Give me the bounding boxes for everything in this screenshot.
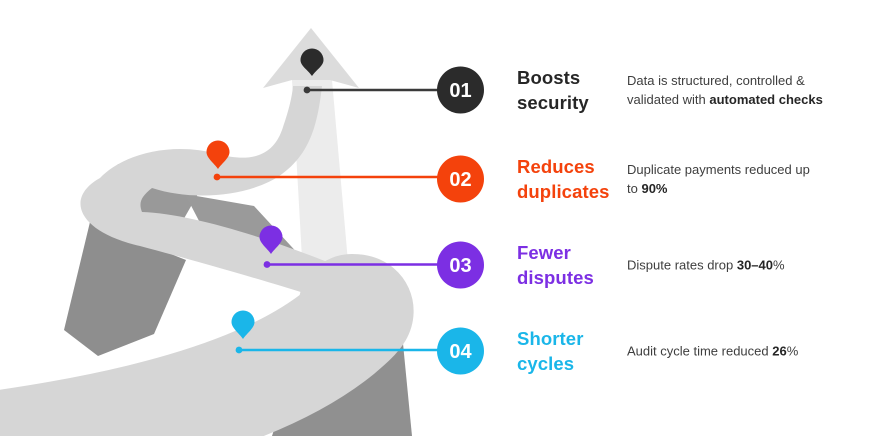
description-text: Audit cycle time reduced [627, 343, 773, 359]
leader-dot-2 [213, 173, 221, 181]
milestone-number-3: 03 [449, 255, 471, 277]
milestone-number-4: 04 [449, 341, 472, 363]
leader-dot-3 [263, 261, 271, 268]
milestone-badge-3 [437, 241, 484, 289]
milestone-description-3: Dispute rates drop 30–40% [627, 256, 869, 275]
description-text: Data is structured, controlled & validat… [627, 73, 805, 107]
road-upper-ribbon [80, 86, 384, 316]
milestone-badge-1 [437, 66, 484, 114]
milestone-title-3: Fewer disputes [517, 242, 594, 288]
milestone-badge-4 [437, 327, 484, 375]
leader-dot-4 [235, 346, 243, 354]
description-text: % [773, 257, 785, 273]
description-text: Dispute rates drop [627, 257, 737, 273]
milestone-title-1: Boosts security [517, 67, 589, 113]
leader-dot-1 [303, 86, 311, 94]
map-pin-icon-1 [300, 48, 324, 76]
milestone-description-4: Audit cycle time reduced 26% [627, 342, 869, 361]
milestone-title-4: Shorter cycles [517, 328, 584, 374]
map-pin-icon-3 [259, 225, 283, 254]
cliff-left-shape [64, 222, 186, 356]
description-highlight: 90% [641, 181, 668, 196]
description-highlight: 26 [772, 343, 787, 359]
map-pin-icon-2 [206, 140, 230, 169]
description-text: % [786, 343, 799, 359]
map-pin-icon-4 [231, 310, 255, 339]
milestone-number-1: 01 [449, 80, 471, 102]
milestone-description-2: Duplicate payments reduced up to 90% [627, 160, 869, 198]
description-text: Duplicate payments reduced up to [627, 162, 810, 196]
milestone-badge-2 [437, 155, 484, 203]
description-highlight: 30–40 [736, 257, 773, 273]
road-lower-segment [0, 254, 414, 436]
milestone-title-2: Reduces duplicates [517, 156, 610, 202]
milestone-number-2: 02 [449, 169, 471, 191]
description-highlight: automated checks [709, 92, 823, 107]
milestone-description-1: Data is structured, controlled & validat… [627, 71, 869, 109]
